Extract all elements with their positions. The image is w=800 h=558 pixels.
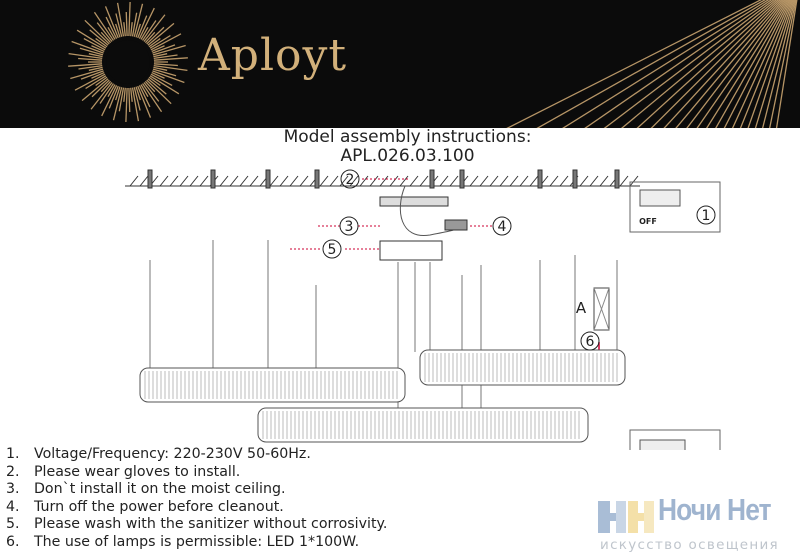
callout-1: 1: [702, 208, 711, 224]
model-number: APL.026.03.100: [340, 146, 475, 166]
callout-circle: [580, 331, 600, 351]
ceiling-anchor: [572, 169, 578, 189]
ceiling-anchor: [459, 169, 465, 189]
callout-circle: [322, 239, 342, 259]
instruction-item: 5.Please wash with the sanitizer without…: [6, 516, 388, 533]
callout-2: 2: [346, 172, 355, 188]
terminal-block: [444, 219, 468, 231]
instruction-item: 3.Don`t install it on the moist ceiling.: [6, 481, 286, 498]
ceiling-anchor: [265, 169, 271, 189]
lamp-bar: [419, 349, 626, 386]
callout-circle: [340, 169, 360, 189]
page-title: Model assembly instructions: APL.026.03.…: [0, 128, 800, 166]
sunburst-decoration: [68, 0, 798, 425]
ceiling-anchor: [314, 169, 320, 189]
callout-3: 3: [345, 219, 354, 235]
detail-a-label: A: [576, 299, 587, 317]
ceiling-anchor: [210, 169, 216, 189]
brand-header: Aployt: [0, 0, 800, 425]
ceiling-anchor: [614, 169, 620, 189]
ceiling-anchor: [537, 169, 543, 189]
callout-5: 5: [328, 242, 337, 258]
instruction-item: 6.The use of lamps is permissible: LED 1…: [6, 533, 360, 550]
callout-4: 4: [498, 219, 507, 235]
callout-circle: [696, 205, 716, 225]
instructions-list: 1.Voltage/Frequency: 220-230V 50-60Hz. 2…: [6, 446, 387, 552]
instruction-item: 4.Turn off the power before cleanout.: [6, 498, 284, 515]
assembly-diagram: 2 1 3 4 5 6 7 A OFF ON: [125, 169, 721, 450]
canopy: [379, 240, 443, 261]
logo: Aployt: [198, 30, 348, 81]
ceiling-anchor: [429, 169, 435, 189]
watermark: Ночи Нет искусство освещения: [598, 492, 778, 553]
callout-circle: [492, 216, 512, 236]
watermark-logo-icon: [598, 501, 654, 533]
callout-circle: [339, 216, 359, 236]
ceiling-anchor: [147, 169, 153, 189]
watermark-title: Ночи Нет: [658, 492, 772, 527]
instruction-item: 1.Voltage/Frequency: 220-230V 50-60Hz.: [6, 446, 311, 462]
callout-6: 6: [586, 334, 595, 350]
title-line-1: Model assembly instructions:: [283, 127, 532, 147]
watermark-subtitle: искусство освещения: [600, 537, 779, 553]
instruction-item: 2.Please wear gloves to install.: [6, 463, 241, 480]
mounting-bracket: [379, 196, 449, 207]
off-label: OFF: [639, 217, 657, 226]
